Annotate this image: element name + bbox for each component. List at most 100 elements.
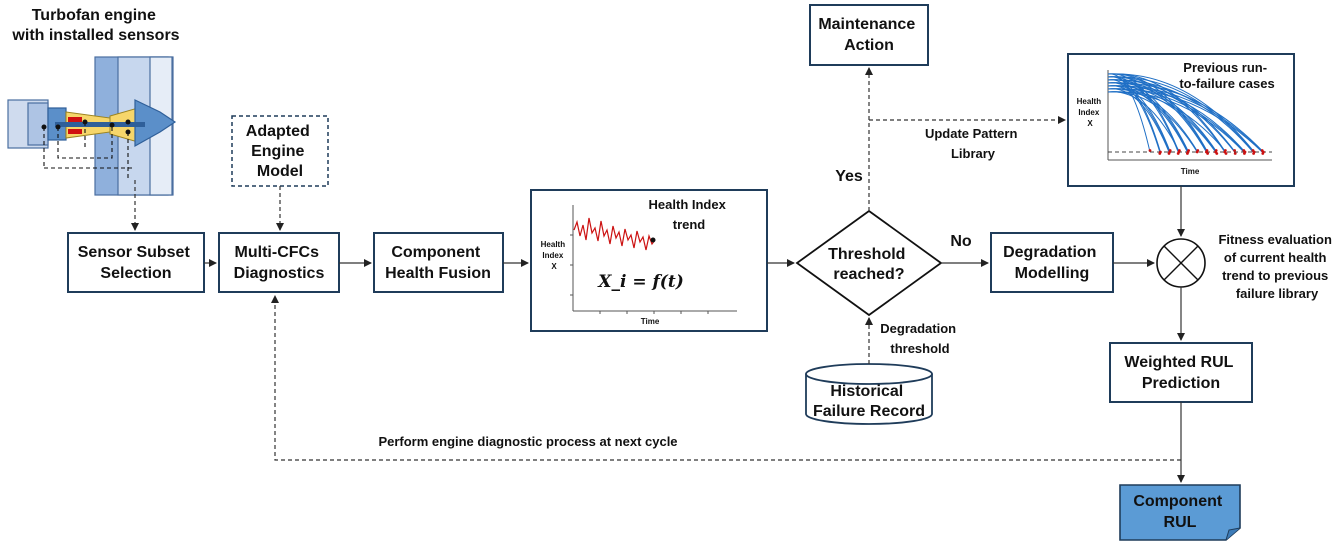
failure-point bbox=[1261, 152, 1265, 155]
pattern-ylabel-line3: X bbox=[1087, 119, 1093, 128]
no-label: No bbox=[950, 233, 972, 250]
pattern-library-plot: Previous run- to-failure cases Health In… bbox=[1067, 53, 1295, 187]
svg-text:Maintenance Action: Maintenance Action bbox=[818, 16, 919, 54]
historical-line2: Failure Record bbox=[813, 403, 925, 420]
fitness-line3: trend to previous bbox=[1222, 268, 1328, 283]
adapted-model-line3: Model bbox=[257, 163, 303, 180]
failure-point bbox=[1214, 150, 1217, 154]
health-index-plot: Health Index trend Health Index X Time X… bbox=[530, 189, 768, 332]
svg-text:Weighted RUL Prediction: Weighted RUL Prediction bbox=[1124, 354, 1237, 392]
failure-point bbox=[1205, 150, 1208, 154]
degradation-modelling-node: Degradation Modelling bbox=[990, 232, 1114, 293]
failure-point bbox=[1195, 150, 1199, 154]
svg-text:Component Health Fusion: Component Health Fusion bbox=[385, 244, 491, 282]
degradation-line2: Modelling bbox=[1015, 265, 1090, 282]
svg-text:Fitness evaluation of curr: Fitness evaluation of current health tre… bbox=[1218, 232, 1335, 301]
svg-text:Previous run- to-failure: Previous run- to-failure cases bbox=[1179, 60, 1274, 91]
svg-text:Multi-CFCs Diagnostics: Multi-CFCs Diagnostics bbox=[234, 244, 325, 282]
update-label-line1: Update Pattern bbox=[925, 126, 1018, 141]
adapted-model-line1: Adapted bbox=[246, 123, 310, 140]
svg-text:Turbofan engine with ins: Turbofan engine with installed sensors bbox=[11, 7, 179, 44]
svg-text:Degradation threshold: Degradation threshold bbox=[880, 321, 959, 356]
run-to-failure-curve bbox=[1107, 73, 1255, 153]
failure-point bbox=[1167, 152, 1171, 155]
svg-text:Degradation Modelling: Degradation Modelling bbox=[1003, 244, 1101, 282]
sensor-subset-line1: Sensor Subset bbox=[78, 244, 191, 261]
health-plot-title-line2: trend bbox=[673, 217, 706, 232]
weighted-rul-line2: Prediction bbox=[1142, 375, 1220, 392]
svg-text:Component RUL: Component RUL bbox=[1133, 493, 1226, 531]
engine-label-line2: with installed sensors bbox=[11, 27, 179, 44]
svg-text:Health Index X: Health Index X bbox=[1077, 97, 1104, 128]
maintenance-line1: Maintenance bbox=[818, 16, 915, 33]
svg-text:Health Index trend: Health Index trend bbox=[649, 197, 730, 232]
threshold-line2: reached? bbox=[833, 266, 904, 283]
multi-cfcs-line1: Multi-CFCs bbox=[235, 244, 320, 261]
failure-point bbox=[1252, 152, 1255, 155]
failure-point bbox=[1158, 152, 1162, 155]
run-to-failure-curve bbox=[1107, 88, 1263, 153]
engine-label-line1: Turbofan engine bbox=[32, 7, 156, 24]
failure-point bbox=[1223, 150, 1227, 154]
turbofan-engine-illustration: Turbofan engine with installed sensors bbox=[7, 7, 180, 196]
health-plot-ylabel-line1: Health bbox=[541, 240, 566, 249]
svg-text:Health Index X: Health Index X bbox=[541, 240, 568, 271]
sensor-subset-node: Sensor Subset Selection bbox=[67, 232, 205, 293]
feedback-label: Perform engine diagnostic process at nex… bbox=[378, 434, 677, 449]
threshold-line1: Threshold bbox=[828, 246, 905, 263]
health-plot-formula: X_i = f(t) bbox=[597, 272, 683, 292]
health-plot-xlabel: Time bbox=[641, 317, 660, 326]
svg-text:Historical Failure Recor: Historical Failure Record bbox=[813, 383, 925, 420]
adapted-model-line2: Engine bbox=[251, 143, 304, 160]
failure-point bbox=[1148, 149, 1152, 152]
adapted-engine-model-node: Adapted Engine Model bbox=[231, 115, 329, 187]
health-plot-title-line1: Health Index bbox=[649, 197, 727, 212]
pattern-ylabel-line2: Index bbox=[1078, 108, 1099, 117]
failure-point bbox=[1186, 152, 1189, 155]
maintenance-line2: Action bbox=[844, 37, 894, 54]
maintenance-action-node: Maintenance Action bbox=[809, 4, 929, 66]
svg-text:Sensor Subset Selection: Sensor Subset Selection bbox=[78, 244, 194, 282]
run-to-failure-curve bbox=[1107, 85, 1264, 153]
pattern-ylabel-line1: Health bbox=[1077, 97, 1102, 106]
run-to-failure-curve bbox=[1107, 76, 1254, 153]
historical-failure-record-node: Historical Failure Record bbox=[805, 363, 933, 425]
chf-line1: Component bbox=[391, 244, 481, 261]
degradation-threshold-line1: Degradation bbox=[880, 321, 956, 336]
edges bbox=[131, 67, 1185, 483]
run-to-failure-curves bbox=[1107, 73, 1264, 153]
failure-point bbox=[1233, 152, 1237, 155]
fitness-line4: failure library bbox=[1236, 286, 1319, 301]
failure-point bbox=[1251, 149, 1255, 152]
failure-point bbox=[1176, 152, 1180, 155]
failure-point bbox=[1243, 152, 1246, 155]
component-health-fusion-node: Component Health Fusion bbox=[373, 232, 504, 293]
multi-cfcs-node: Multi-CFCs Diagnostics bbox=[218, 232, 340, 293]
yes-label: Yes bbox=[835, 168, 863, 185]
sensor-subset-line2: Selection bbox=[100, 265, 171, 282]
health-trend-line bbox=[573, 217, 656, 251]
threshold-decision-node: Threshold reached? bbox=[795, 209, 943, 317]
fitness-line2: of current health bbox=[1224, 250, 1327, 265]
pattern-title-line1: Previous run- bbox=[1183, 60, 1267, 75]
failure-point bbox=[1242, 149, 1246, 152]
run-to-failure-curve bbox=[1107, 91, 1245, 153]
chf-line2: Health Fusion bbox=[385, 265, 491, 282]
health-plot-ylabel-line2: Index bbox=[542, 251, 563, 260]
multi-cfcs-line2: Diagnostics bbox=[234, 265, 325, 282]
failure-point bbox=[1233, 149, 1236, 152]
weighted-rul-line1: Weighted RUL bbox=[1124, 354, 1233, 371]
failure-point bbox=[1260, 149, 1264, 152]
svg-text:Adapted Engine Mod: Adapted Engine Model bbox=[246, 123, 314, 180]
component-rul-line2: RUL bbox=[1164, 514, 1197, 531]
component-rul-node: Component RUL bbox=[1119, 484, 1241, 541]
svg-text:Threshold reached?: Threshold reached? bbox=[828, 246, 910, 283]
update-label-line2: Library bbox=[951, 146, 996, 161]
svg-text:Update Pattern Library: Update Pattern Library bbox=[925, 126, 1021, 161]
pattern-xlabel: Time bbox=[1181, 167, 1200, 176]
fitness-line1: Fitness evaluation bbox=[1218, 232, 1331, 247]
health-plot-ylabel-line3: X bbox=[551, 262, 557, 271]
fitness-fusion-circle bbox=[1156, 238, 1206, 288]
component-rul-line1: Component bbox=[1133, 493, 1223, 510]
